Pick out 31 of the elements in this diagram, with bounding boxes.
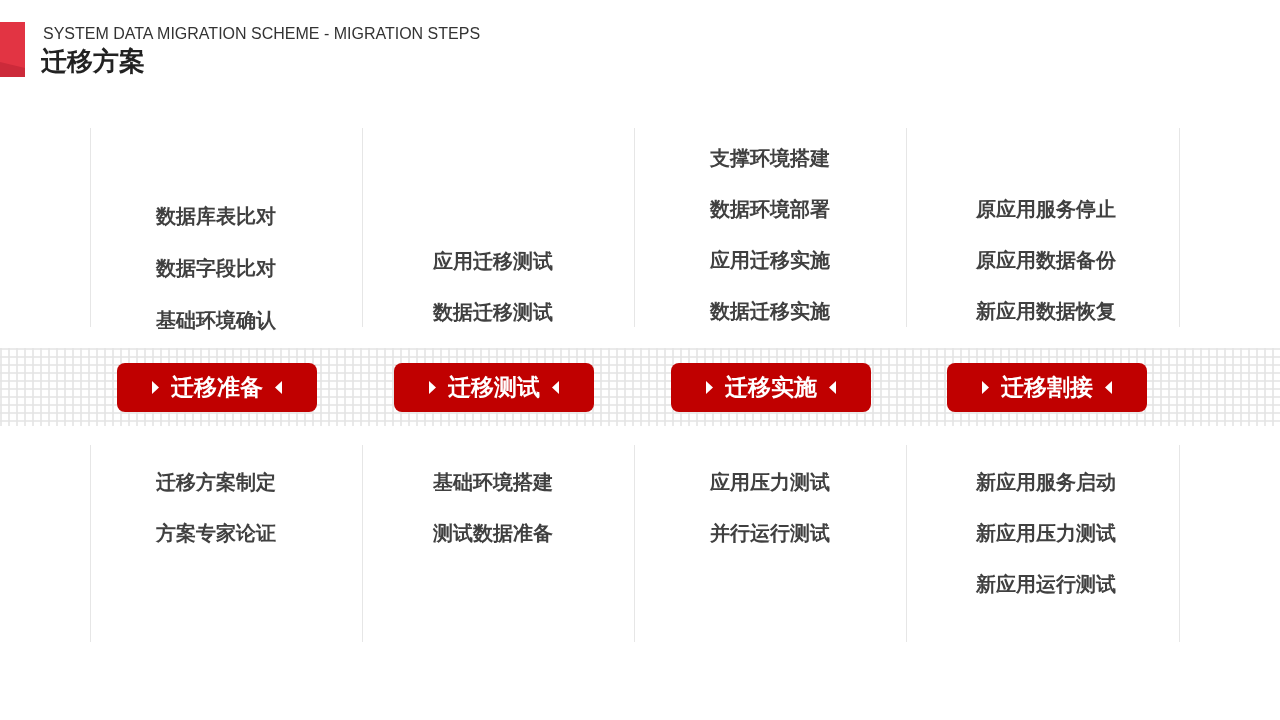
task-item: 测试数据准备: [433, 521, 553, 545]
task-item: 新应用数据恢复: [976, 299, 1116, 323]
step-banner: [671, 363, 871, 412]
task-item: 数据库表比对: [156, 204, 276, 228]
task-item: 新应用服务启动: [976, 470, 1116, 494]
task-item: 数据迁移测试: [433, 300, 553, 324]
step-banner: [947, 363, 1147, 412]
page-title: 迁移方案: [41, 45, 145, 78]
task-item: 方案专家论证: [156, 521, 276, 545]
step-title: 迁移割接: [1001, 373, 1093, 402]
subtitle: SYSTEM DATA MIGRATION SCHEME - MIGRATION STEPS: [43, 24, 481, 44]
step-title: 迁移测试: [448, 373, 540, 402]
step-title: 迁移准备: [171, 373, 263, 402]
task-item: 新应用压力测试: [976, 521, 1116, 545]
task-item: 应用迁移测试: [433, 249, 553, 273]
task-item: 应用压力测试: [710, 470, 830, 494]
task-item: 数据字段比对: [156, 256, 276, 280]
task-item: 数据环境部署: [710, 197, 830, 221]
task-item: 新应用运行测试: [976, 572, 1116, 596]
task-item: 数据迁移实施: [710, 299, 830, 323]
task-item: 应用迁移实施: [710, 248, 830, 272]
step-banner: [117, 363, 317, 412]
task-item: 基础环境搭建: [433, 470, 553, 494]
step-banner: [394, 363, 594, 412]
task-item: 支撑环境搭建: [710, 146, 830, 170]
task-item: 原应用数据备份: [976, 248, 1116, 272]
task-item: 基础环境确认: [156, 308, 276, 332]
step-title: 迁移实施: [725, 373, 817, 402]
task-item: 并行运行测试: [710, 521, 830, 545]
task-item: 原应用服务停止: [976, 197, 1116, 221]
task-item: 迁移方案制定: [156, 470, 276, 494]
